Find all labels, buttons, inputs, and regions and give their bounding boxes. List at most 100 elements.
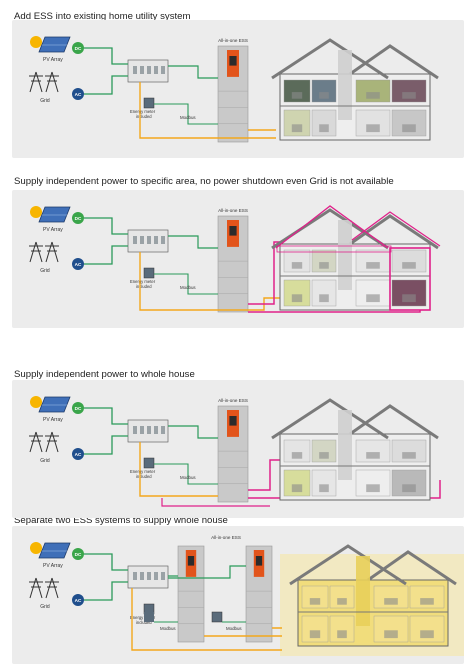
highlight-roofline — [275, 205, 441, 249]
highlight-circuit — [276, 245, 392, 253]
ess-label: All-in-one ESS — [218, 398, 248, 403]
section-3-title: Supply independent power to whole house — [14, 369, 195, 380]
ess-label: All-in-one ESS — [218, 208, 248, 213]
breaker-switch — [154, 236, 158, 244]
energy-meter-label-line2: included — [136, 114, 152, 119]
ac-badge-icon — [72, 88, 84, 100]
grid-tower — [29, 431, 43, 453]
grid-label: Grid — [40, 98, 50, 104]
dc-badge-icon — [72, 42, 84, 54]
room-furniture — [291, 262, 303, 269]
room-furniture — [402, 294, 416, 303]
room-furniture — [402, 484, 416, 493]
dc-badge-label: DC — [75, 216, 82, 221]
grid-tower — [29, 577, 43, 599]
energy-meter-label: Energy meter — [130, 469, 156, 474]
room-furniture — [337, 630, 347, 639]
ess-screen — [229, 416, 237, 426]
breaker-switch — [161, 66, 165, 74]
ess-link-wire — [168, 235, 218, 249]
room-furniture — [319, 124, 329, 133]
pv-array-label: PV Array — [43, 563, 63, 569]
grid-label: Grid — [40, 458, 50, 464]
backup-wire-2 — [161, 498, 270, 507]
solar-panel-face — [38, 542, 71, 559]
energy-meter-icon — [143, 267, 155, 279]
ac-badge-label: AC — [75, 598, 82, 603]
room-furniture — [291, 294, 303, 303]
house-roof-left — [271, 398, 389, 440]
energy-meter-label-line2: included — [136, 620, 152, 625]
dc-badge-icon — [72, 402, 84, 414]
house-roof-left — [271, 38, 389, 80]
ess-link-wire — [168, 65, 218, 79]
breaker-switch — [154, 66, 158, 74]
ac-wire — [84, 245, 128, 265]
dc-wire — [84, 217, 128, 235]
house-room — [373, 615, 409, 643]
modbus-wire — [154, 273, 218, 295]
house-roof-right — [349, 404, 439, 440]
breaker-switch — [133, 66, 137, 74]
modbus-wire — [154, 103, 218, 125]
energy-meter-label-line2: included — [136, 284, 152, 289]
energy-meter-icon — [143, 457, 155, 469]
dc-badge-icon — [72, 548, 84, 560]
energy-meter-icon — [143, 97, 155, 109]
house-roof-right — [349, 44, 439, 80]
room-furniture — [366, 484, 380, 493]
section-2-title: Supply independent power to specific are… — [14, 176, 394, 187]
pv-array-label: PV Array — [43, 417, 63, 423]
breaker-switch — [133, 426, 137, 434]
grid-tower-icon — [29, 431, 59, 453]
dc-badge-label: DC — [75, 406, 82, 411]
section-1-title: Add ESS into existing home utility syste… — [14, 11, 191, 22]
grid-tower-icon — [29, 577, 59, 599]
energy-meter-icon-2 — [144, 612, 154, 622]
room-furniture — [337, 598, 347, 605]
solar-panel-icon — [38, 396, 71, 413]
house-stair-window — [356, 556, 370, 626]
room-furniture — [420, 630, 434, 639]
dc-wire — [84, 553, 128, 571]
room-furniture — [384, 598, 398, 605]
ess-screen — [187, 556, 195, 566]
grid-label: Grid — [40, 268, 50, 274]
modbus-label: Modbus — [180, 475, 196, 480]
energy-meter-icon-3 — [211, 611, 223, 623]
room-furniture — [402, 262, 416, 269]
house-stair-window — [338, 410, 352, 480]
ac-badge-label: AC — [75, 92, 82, 97]
solar-panel-face — [38, 206, 71, 223]
house — [271, 398, 439, 501]
house-room — [311, 439, 337, 463]
house-room — [329, 585, 355, 609]
load-wire — [139, 252, 284, 311]
ess-unit-2 — [245, 545, 273, 643]
sun-icon — [30, 36, 42, 48]
solar-panel-icon — [38, 36, 71, 53]
room-furniture — [319, 452, 329, 459]
ess-screen — [255, 556, 263, 566]
solar-panel-icon — [38, 206, 71, 223]
house-room — [355, 439, 391, 463]
house-room — [311, 249, 337, 273]
house-room — [283, 79, 311, 103]
dc-wire — [84, 47, 128, 65]
room-furniture — [291, 484, 303, 493]
ess-unit — [217, 45, 249, 143]
grid-tower-icon — [29, 71, 59, 93]
room-furniture — [319, 92, 329, 99]
breaker-switch — [147, 572, 151, 580]
energy-meter-label: Energy meter — [130, 279, 156, 284]
breaker-switch — [140, 66, 144, 74]
ess-link-wire — [168, 425, 218, 439]
house-room — [391, 79, 427, 103]
room-furniture — [366, 452, 380, 459]
backup-wire — [248, 241, 280, 305]
grid-tower — [29, 241, 43, 263]
